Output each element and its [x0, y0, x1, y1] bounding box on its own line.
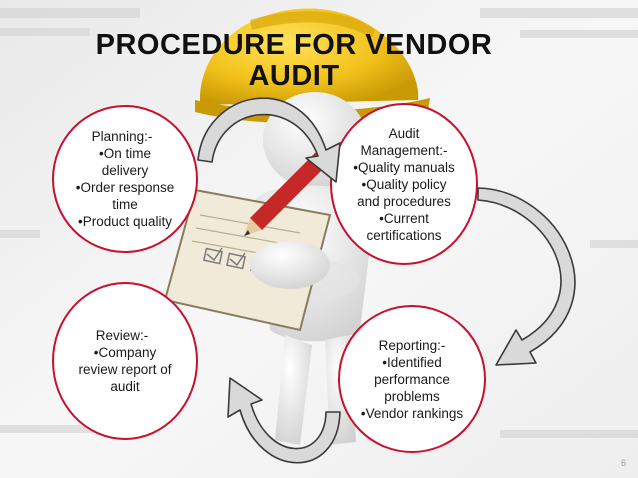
planning-line: •Product quality [77, 214, 173, 229]
planning-heading: Planning:- [91, 129, 153, 144]
page-number: 6 [620, 458, 626, 468]
audit-management-line: certifications [366, 227, 442, 243]
planning-line: •Order response [75, 180, 175, 195]
slide-title-line-2: AUDIT [248, 60, 340, 92]
background-texture [0, 8, 638, 438]
audit-management-line: •Current [379, 210, 429, 226]
planning-circle: Planning:- •On time delivery •Order resp… [52, 105, 198, 253]
reporting-heading: Reporting:- [378, 337, 446, 353]
audit-management-circle: Audit Management:- •Quality manuals •Qua… [330, 103, 478, 265]
reporting-line: performance [374, 371, 450, 387]
audit-management-line: •Quality policy [361, 176, 447, 192]
reporting-line: •Identified [382, 354, 442, 370]
audit-management-heading: Management:- [360, 142, 448, 158]
audit-management-line: and procedures [357, 193, 451, 209]
reporting-line: •Vendor rankings [360, 405, 464, 421]
planning-line: •On time [99, 146, 151, 161]
reporting-line: problems [384, 388, 440, 404]
slide-title-line-1: PROCEDURE FOR VENDOR [95, 29, 493, 61]
slide-title: PROCEDURE FOR VENDOR AUDIT [40, 30, 548, 92]
review-circle: Review:- •Company review report of audit [52, 282, 198, 440]
audit-management-heading: Audit [388, 125, 420, 141]
reporting-circle: Reporting:- •Identified performance prob… [338, 305, 486, 453]
review-heading: Review:- [95, 328, 149, 343]
audit-management-line: •Quality manuals [353, 159, 455, 175]
review-line: review report of [78, 362, 172, 377]
planning-line: delivery [101, 163, 149, 178]
review-line: audit [110, 379, 140, 394]
planning-line: time [112, 197, 138, 212]
review-line: •Company [93, 345, 157, 360]
figure-hand [250, 241, 330, 289]
